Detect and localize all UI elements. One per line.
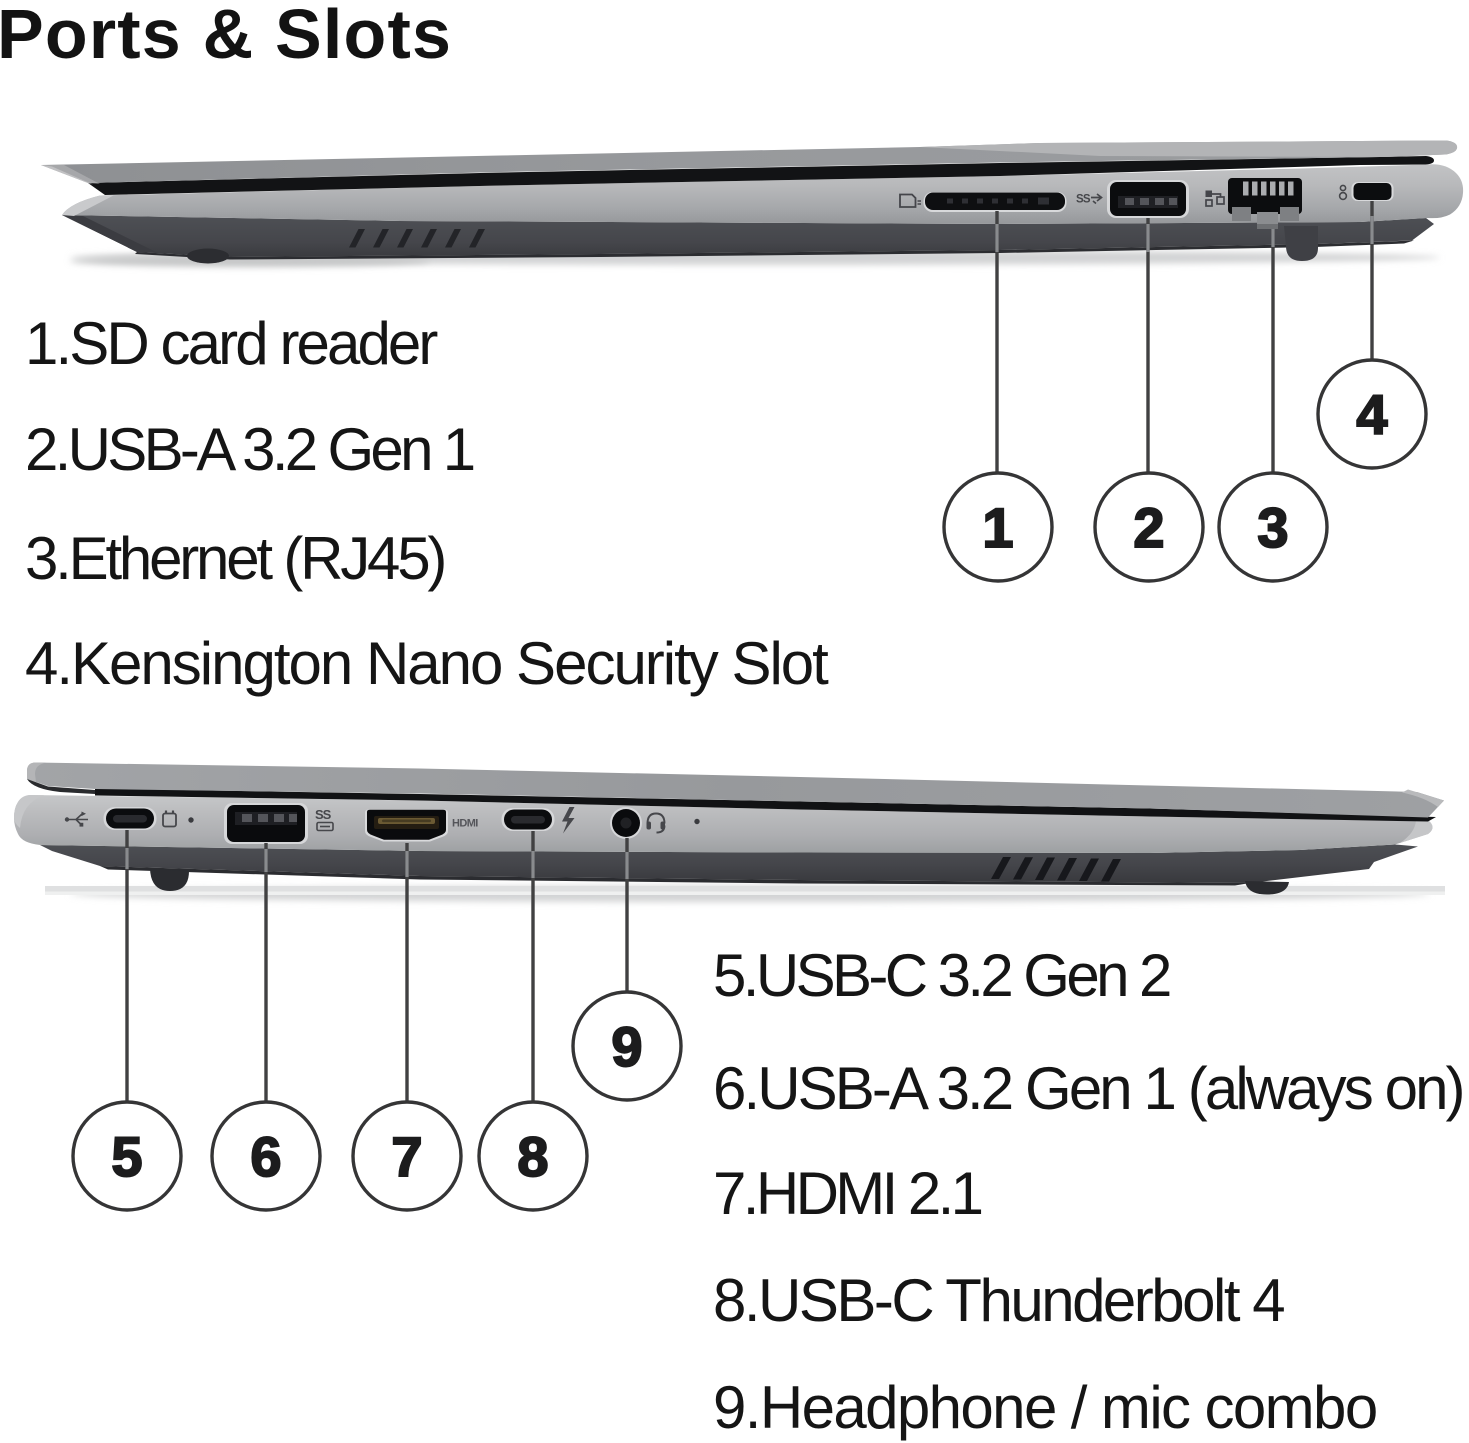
svg-text:2: 2 <box>1133 496 1164 559</box>
svg-text:1: 1 <box>982 496 1013 559</box>
svg-text:3: 3 <box>1257 496 1288 559</box>
svg-text:7: 7 <box>391 1125 422 1188</box>
svg-text:SS: SS <box>315 807 332 822</box>
svg-text:5: 5 <box>111 1125 142 1188</box>
svg-text:HDMI: HDMI <box>452 818 478 830</box>
svg-text:4: 4 <box>1356 383 1387 446</box>
svg-text:6: 6 <box>250 1125 281 1188</box>
svg-text:9: 9 <box>611 1015 642 1078</box>
svg-text:SS: SS <box>1076 194 1091 206</box>
svg-text:8: 8 <box>517 1125 548 1188</box>
